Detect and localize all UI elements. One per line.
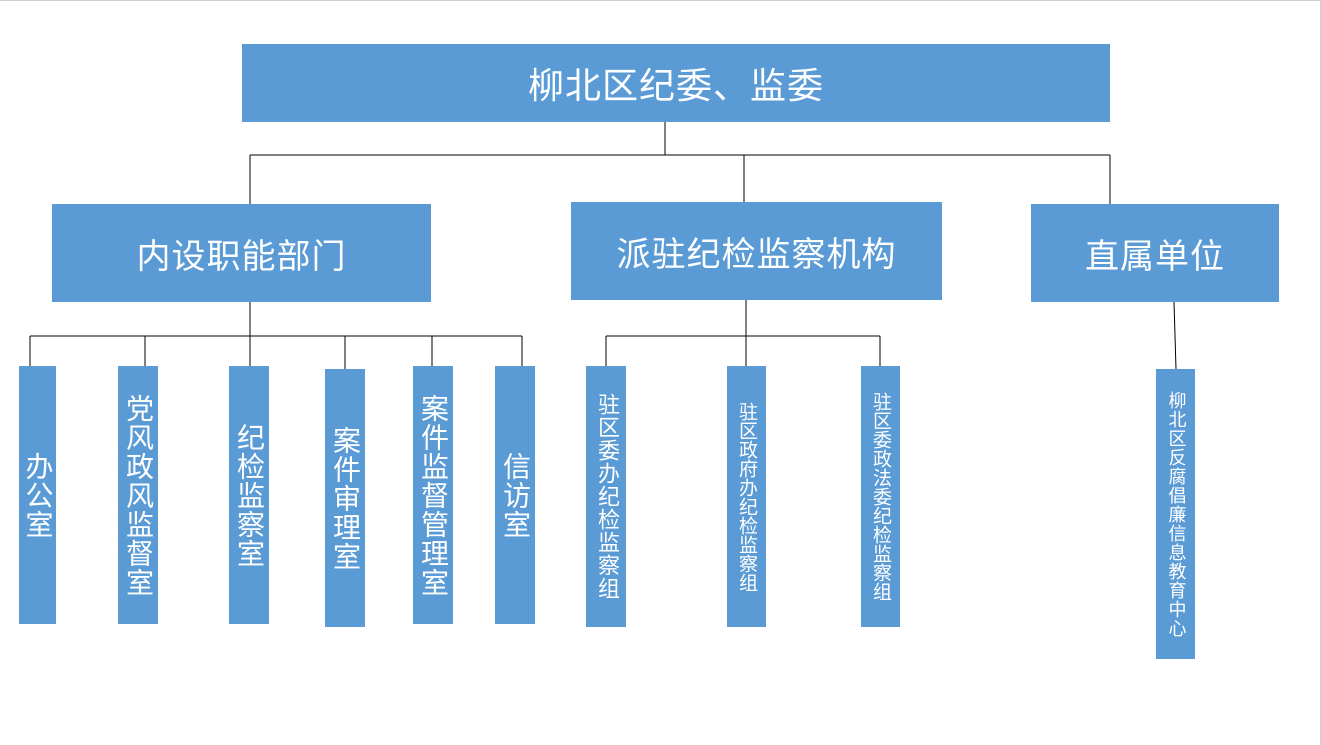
child-label: 驻区委政法委纪检监察组: [870, 392, 892, 601]
dept-label: 内设职能部门: [136, 236, 347, 277]
root-label: 柳北区纪委、监委: [527, 66, 824, 107]
child-node: 驻区政府办纪检监察组: [727, 366, 766, 627]
child-node: 党风政风监督室: [118, 366, 158, 624]
connector-d3-c1: [1173, 301, 1177, 370]
dept-node-dispatched: 派驻纪检监察机构: [571, 202, 942, 300]
child-node: 信访室: [495, 366, 535, 624]
child-node: 纪检监察室: [229, 366, 269, 624]
child-label: 纪检监察室: [233, 422, 266, 568]
root-node: 柳北区纪委、监委: [242, 44, 1110, 122]
child-label: 办公室: [21, 451, 55, 539]
dept-label: 直属单位: [1085, 236, 1225, 277]
dept-label: 派驻纪检监察机构: [616, 234, 897, 275]
child-node: 驻区委政法委纪检监察组: [861, 366, 900, 627]
child-label: 驻区政府办纪检监察组: [736, 401, 758, 592]
child-label: 柳北区反腐倡廉信息教育中心: [1165, 390, 1187, 638]
child-label: 党风政风监督室: [122, 393, 155, 597]
frame-top-border: [0, 0, 1321, 1]
child-label: 信访室: [499, 451, 532, 539]
child-label: 案件监督管理室: [417, 393, 450, 597]
child-label: 驻区委办纪检监察组: [594, 393, 619, 600]
child-node: 驻区委办纪检监察组: [586, 366, 626, 627]
dept-node-internal: 内设职能部门: [52, 204, 431, 302]
child-label: 案件审理室: [329, 425, 362, 571]
child-node: 案件监督管理室: [413, 366, 453, 624]
child-node: 办公室: [19, 366, 56, 624]
child-node: 柳北区反腐倡廉信息教育中心: [1156, 369, 1195, 659]
child-node: 案件审理室: [325, 369, 365, 627]
dept-node-direct: 直属单位: [1031, 204, 1279, 302]
